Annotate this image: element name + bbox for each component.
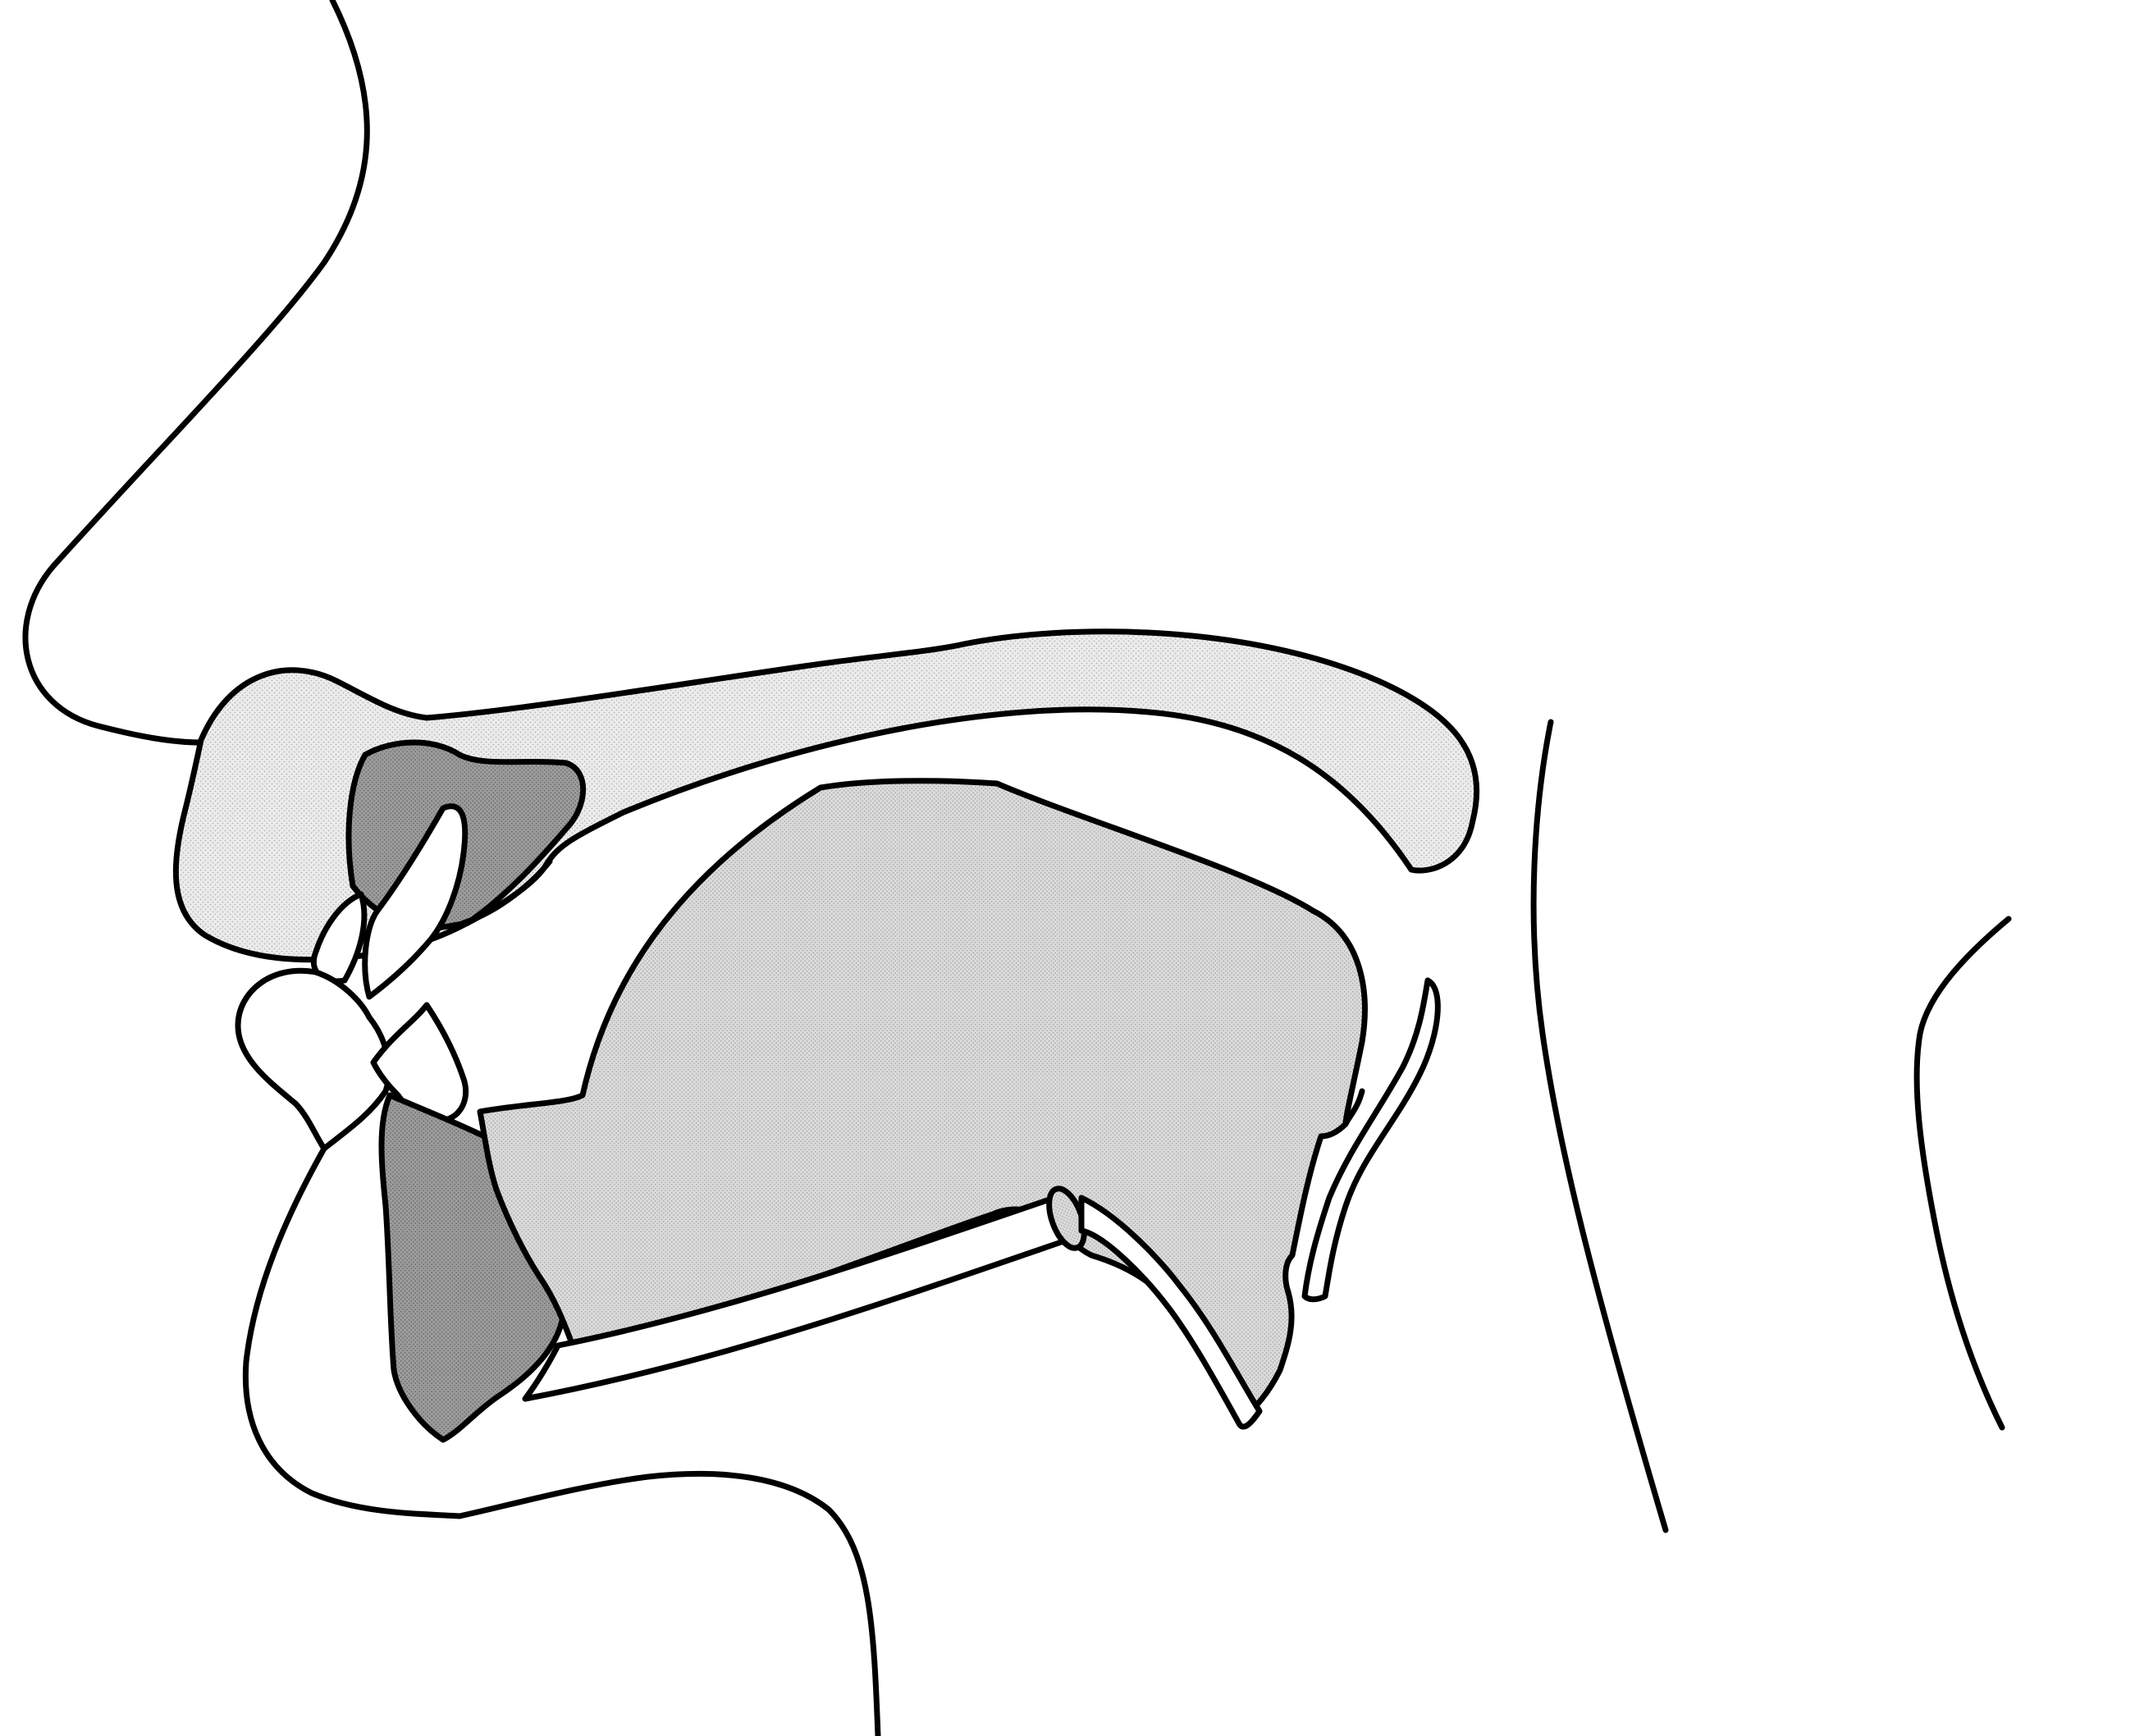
larynx-front [1078, 1195, 1263, 1430]
alveolar-ridge [460, 858, 553, 926]
epiglottis [1301, 977, 1441, 1303]
lower-incisor [370, 1002, 469, 1124]
upper-incisor [362, 803, 469, 1000]
pharynx-wall [1530, 719, 1669, 1533]
chin-profile [242, 1145, 881, 1736]
neck-back [1913, 916, 2012, 1431]
epiglottis-tip [1342, 1088, 1365, 1127]
nose-profile [22, 0, 370, 746]
lower-lip [235, 967, 392, 1152]
tongue [477, 778, 1368, 1423]
